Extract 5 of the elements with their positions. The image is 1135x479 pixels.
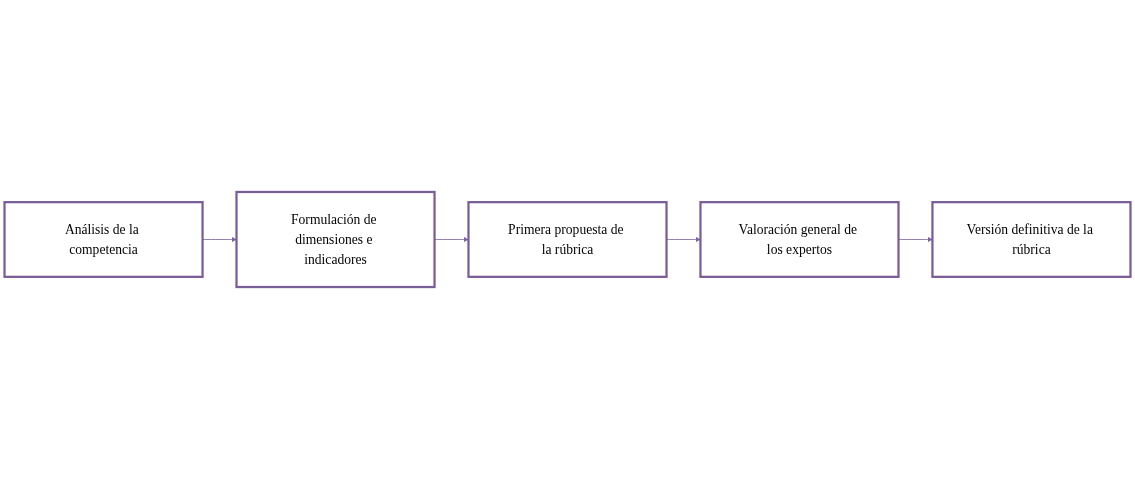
node-box: Primera propuesta de la rúbrica: [467, 201, 668, 278]
node-box: Formulación de dimensiones e indicadores: [235, 190, 436, 289]
node-box: Valoración general de los expertos: [699, 201, 900, 278]
node-box: Análisis de la competencia: [3, 201, 204, 278]
node-box: Versión definitiva de la rúbrica: [931, 201, 1132, 278]
